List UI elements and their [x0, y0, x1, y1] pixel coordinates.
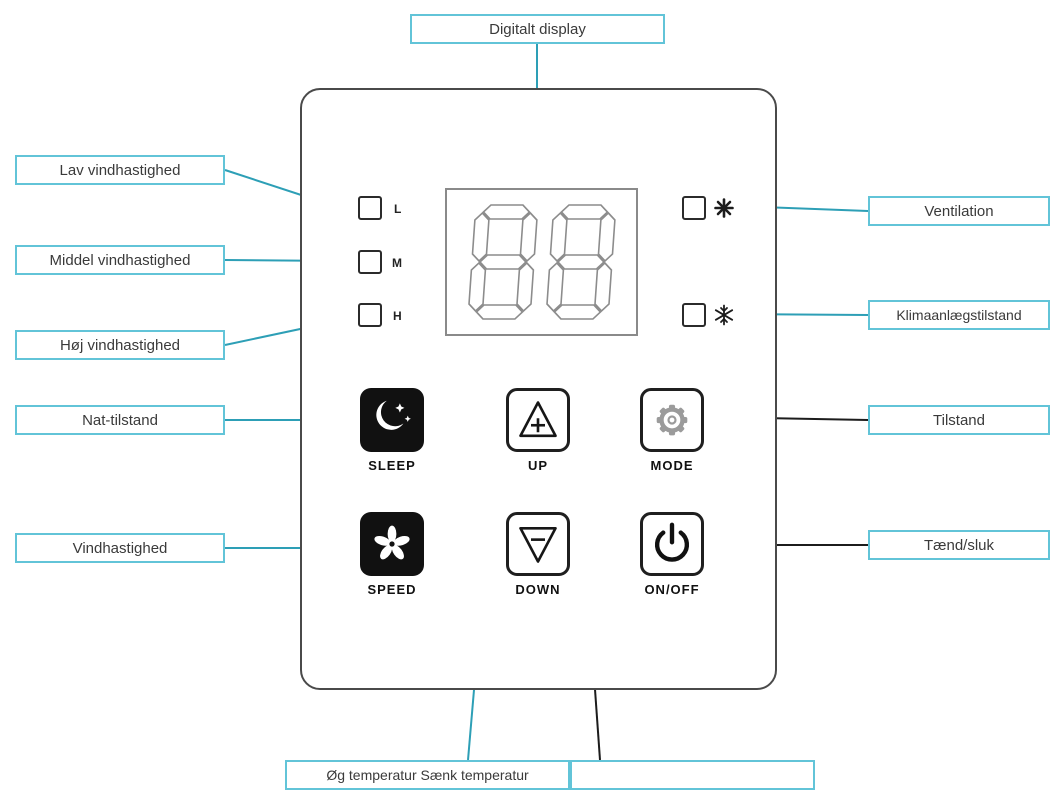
callout-mid-wind: Middel vindhastighed — [15, 245, 225, 275]
callout-temp-adjust: Øg temperatur Sænk temperatur — [285, 760, 570, 790]
fan-asterisk-icon — [714, 198, 734, 218]
mode-button-label: MODE — [650, 458, 694, 473]
callout-digital-display: Digitalt display — [410, 14, 665, 44]
callout-wind-speed: Vindhastighed — [15, 533, 225, 563]
snowflake-icon — [714, 304, 734, 326]
onoff-button[interactable] — [640, 512, 704, 576]
indicator-light-low — [358, 196, 382, 220]
callout-empty — [570, 760, 815, 790]
indicator-light-ventilation — [682, 196, 706, 220]
indicator-letter-high: H — [393, 309, 402, 323]
digital-display — [445, 188, 638, 336]
callout-mode: Tilstand — [868, 405, 1050, 435]
indicator-light-mid — [358, 250, 382, 274]
callout-power: Tænd/sluk — [868, 530, 1050, 560]
mode-button[interactable] — [640, 388, 704, 452]
seven-segment-88 — [467, 204, 617, 320]
indicator-letter-low: L — [394, 202, 402, 216]
down-button[interactable] — [506, 512, 570, 576]
power-icon — [655, 522, 689, 562]
indicator-light-high — [358, 303, 382, 327]
down-button-label: DOWN — [515, 582, 561, 597]
triangle-plus-icon — [519, 401, 557, 438]
callout-low-wind: Lav vindhastighed — [15, 155, 225, 185]
callout-night-mode: Nat-tilstand — [15, 405, 225, 435]
speed-button[interactable] — [360, 512, 424, 576]
up-button[interactable] — [506, 388, 570, 452]
gear-icon — [656, 404, 688, 436]
callout-ventilation: Ventilation — [868, 196, 1050, 226]
callout-high-wind: Høj vindhastighed — [15, 330, 225, 360]
speed-button-label: SPEED — [367, 582, 417, 597]
onoff-button-label: ON/OFF — [644, 582, 700, 597]
moon-stars-icon — [376, 400, 411, 430]
triangle-minus-icon — [519, 526, 557, 563]
callout-ac-mode: Klimaanlægstilstand — [868, 300, 1050, 330]
indicator-letter-mid: M — [392, 256, 402, 270]
sleep-button-label: SLEEP — [368, 458, 416, 473]
sleep-button[interactable] — [360, 388, 424, 452]
fan-icon — [374, 525, 410, 560]
up-button-label: UP — [527, 458, 549, 473]
indicator-light-cooling — [682, 303, 706, 327]
